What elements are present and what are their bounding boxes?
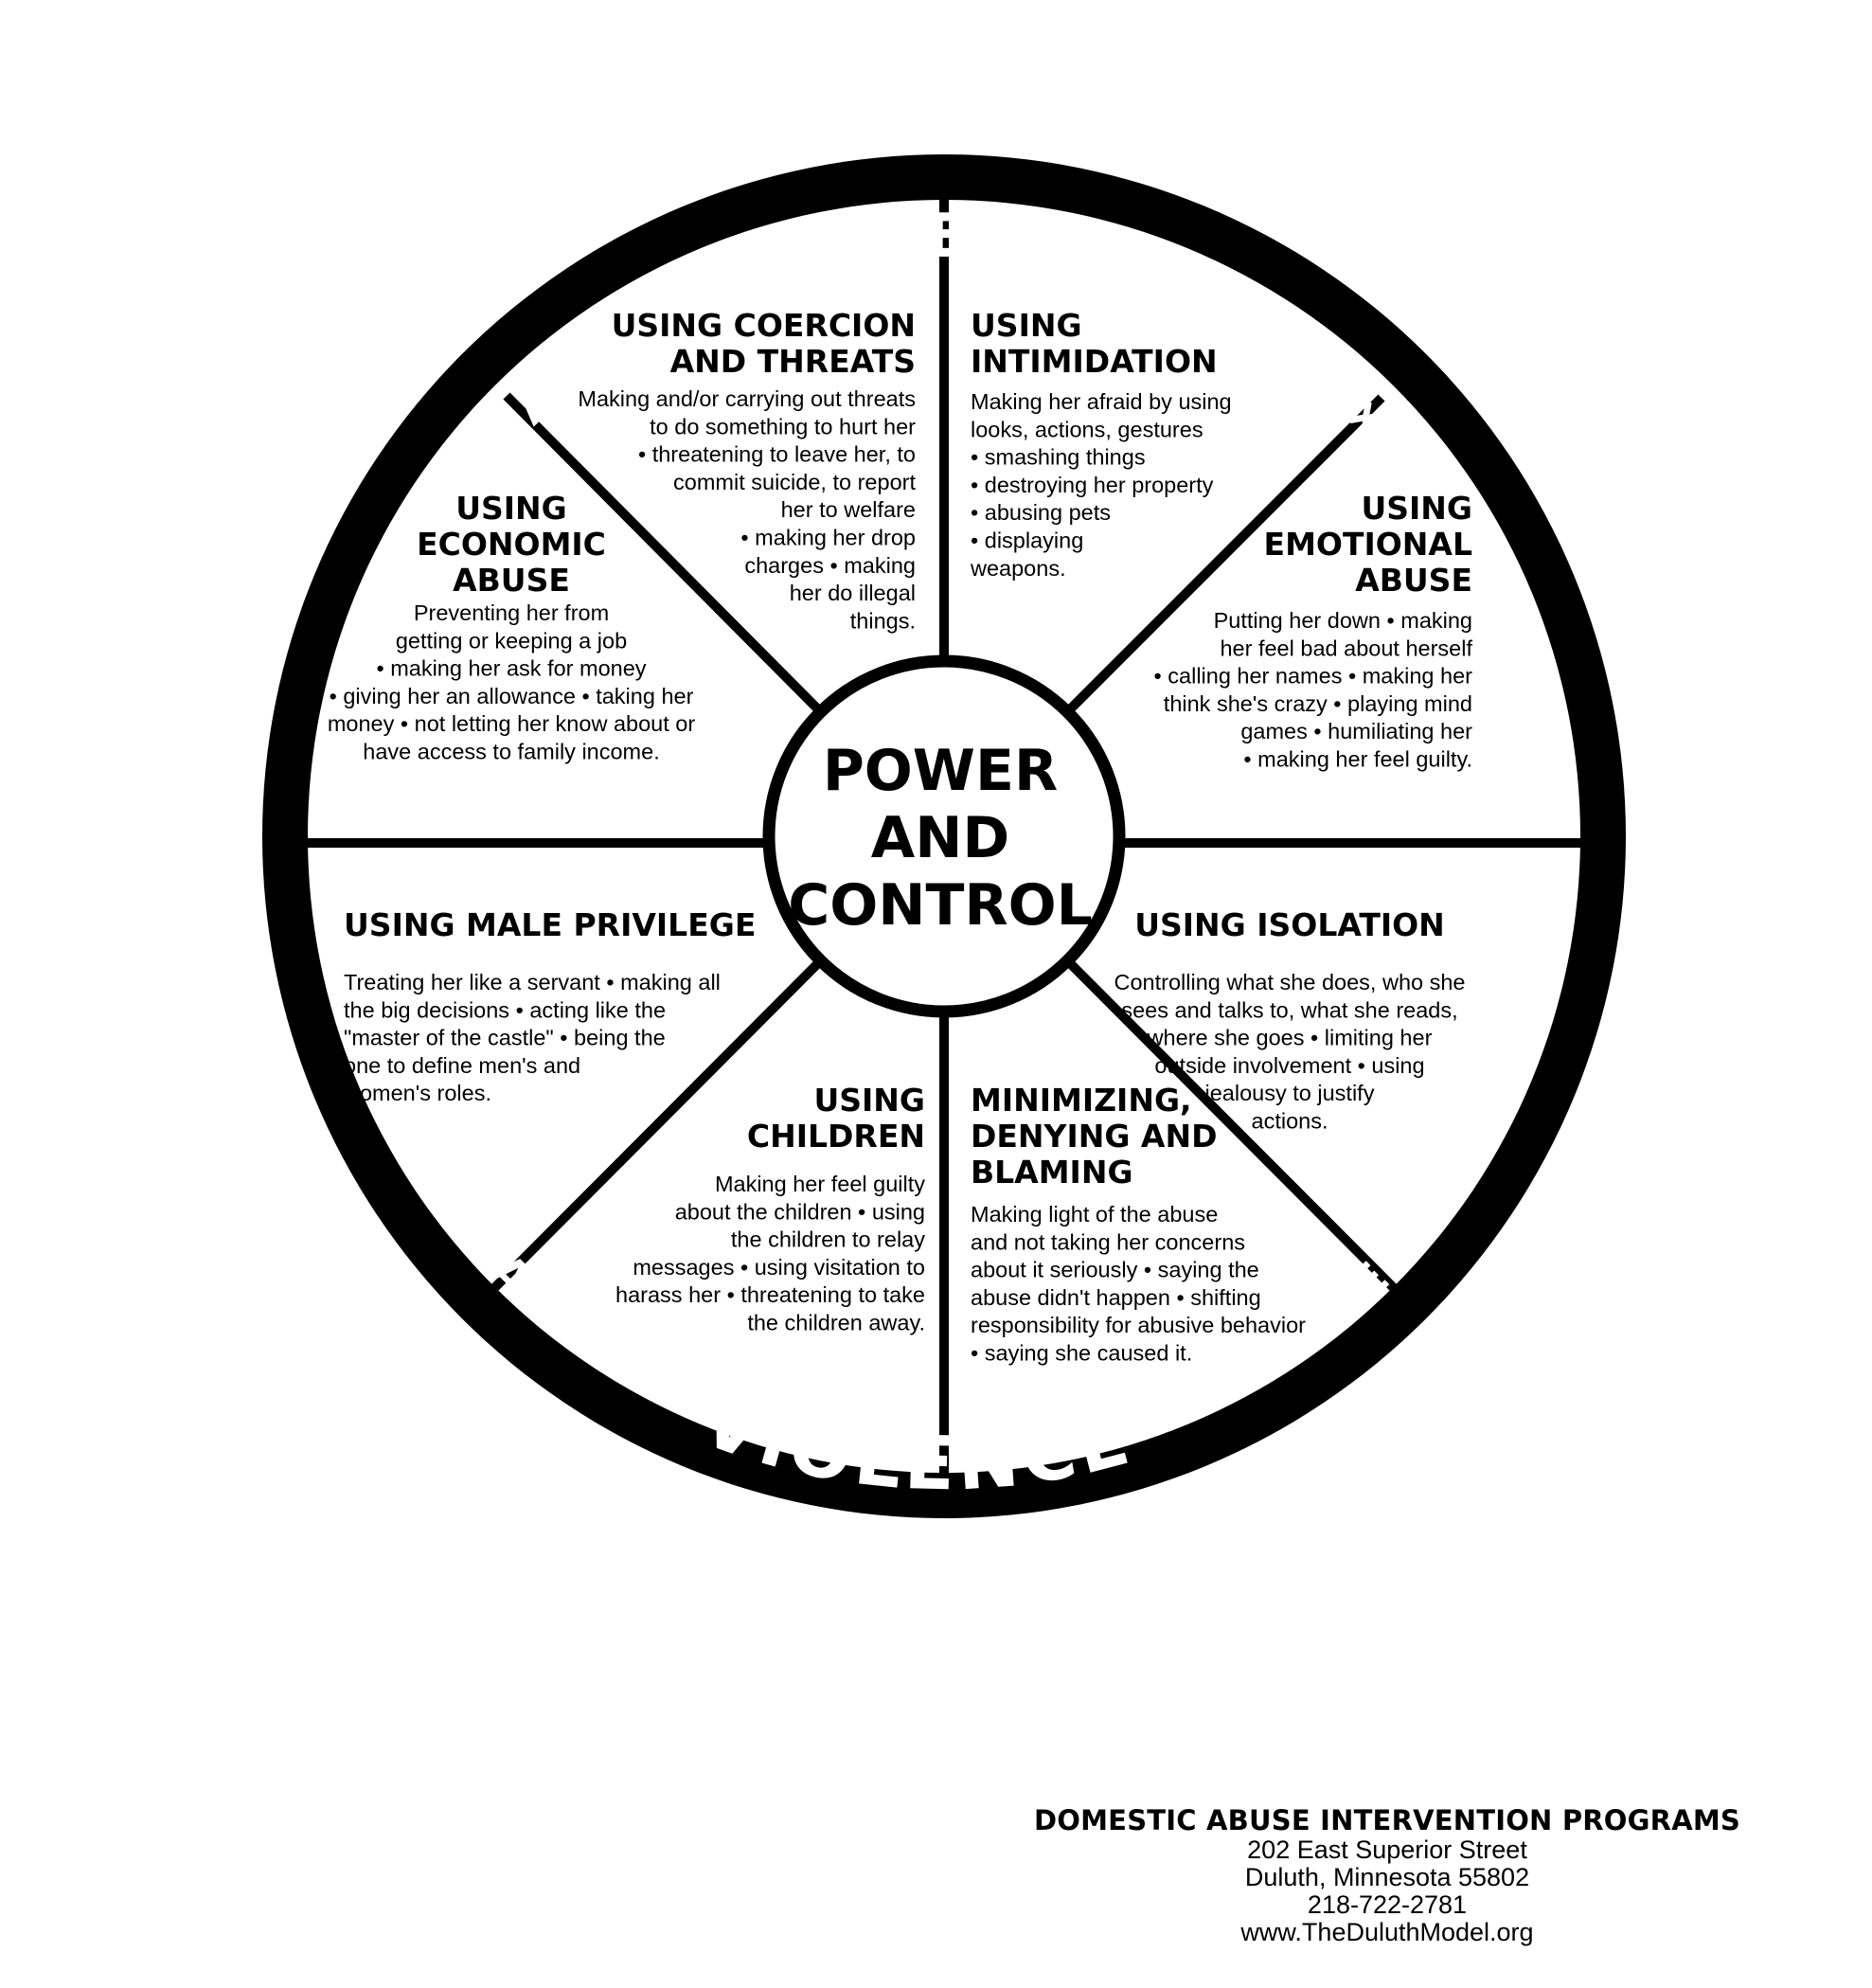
section-body-line: • making her ask for money [376, 656, 646, 681]
section-body-line: one to define men's and [344, 1053, 580, 1078]
section-body-line: • saying she caused it. [971, 1341, 1192, 1366]
section-body-line: where she goes • limiting her [1147, 1026, 1433, 1050]
section-body-line: women's roles. [343, 1081, 491, 1105]
section-body-line: and not taking her concerns [971, 1229, 1245, 1254]
section-body-line: about the children • using [675, 1199, 925, 1224]
section-title-line: INTIMIDATION [971, 343, 1218, 380]
section-body-line: Preventing her from [414, 600, 609, 625]
section-title-line: AND THREATS [670, 343, 916, 380]
section-body-line: Making her afraid by using [971, 389, 1232, 414]
section-body-line: Treating her like a servant • making all [344, 970, 721, 994]
section-title-line: USING [813, 1082, 925, 1119]
section-body-line: money • not letting her know about or [328, 711, 696, 736]
section-body-line: • calling her names • making her [1154, 664, 1473, 689]
section-body-line: • displaying [971, 528, 1083, 553]
footer-address-line1: 202 East Superior Street [1247, 1836, 1527, 1864]
power-control-wheel: POWER AND CONTROL VIOLENCE PHYSICAL SEXU… [262, 154, 1626, 1518]
section-body-line: Making light of the abuse [971, 1202, 1218, 1227]
section-body-line: • giving her an allowance • taking her [330, 684, 694, 708]
section-body-line: Making and/or carrying out threats [578, 386, 916, 411]
section-body-line: the big decisions • acting like the [344, 997, 666, 1022]
section-body-line: actions. [1252, 1109, 1328, 1134]
section-title-line: ABUSE [1355, 562, 1472, 599]
footer-org-name: DOMESTIC ABUSE INTERVENTION PROGRAMS [1034, 1804, 1740, 1836]
section-body-line: getting or keeping a job [396, 628, 627, 653]
section-title-line: USING ISOLATION [1134, 906, 1445, 943]
section-body-line: about it seriously • saying the [971, 1258, 1259, 1282]
section-title-line: USING [455, 490, 567, 527]
section-title-line: MINIMIZING, [971, 1082, 1192, 1119]
section-title-line: USING COERCION [612, 307, 916, 344]
section-body-line: things. [850, 608, 916, 633]
section-body-line: • making her drop [740, 526, 916, 550]
footer-website[interactable]: www.TheDuluthModel.org [1240, 1918, 1534, 1946]
section-body-line: • threatening to leave her, to [638, 442, 916, 467]
section-using-isolation: USING ISOLATION Controlling what she does… [1114, 906, 1466, 1134]
section-body-line: • smashing things [971, 445, 1146, 470]
section-body-line: sees and talks to, what she reads, [1121, 997, 1457, 1022]
section-body-line: games • humiliating her [1240, 719, 1472, 743]
section-title-line: CHILDREN [747, 1118, 925, 1155]
section-body-line: outside involvement • using [1154, 1053, 1424, 1078]
spokes [308, 200, 1580, 1473]
section-body-line: abuse didn't happen • shifting [971, 1285, 1261, 1310]
section-body-line: responsibility for abusive behavior [971, 1313, 1306, 1337]
section-using-male-privilege: USING MALE PRIVILEGE Treating her like a … [343, 906, 756, 1105]
section-body-line: looks, actions, gestures [971, 417, 1203, 441]
section-body-line: the children to relay [731, 1227, 925, 1252]
footer-address-line2: Duluth, Minnesota 55802 [1244, 1863, 1530, 1891]
section-body-line: • abusing pets [971, 500, 1111, 525]
section-body-line: charges • making [744, 553, 916, 578]
section-body-line: jealousy to justify [1204, 1081, 1375, 1105]
section-body-line: to do something to hurt her [650, 414, 916, 439]
section-title-line: ABUSE [453, 562, 570, 599]
section-title-line: BLAMING [971, 1154, 1133, 1191]
section-body-line: messages • using visitation to [633, 1255, 925, 1280]
center-title: POWER AND CONTROL [788, 738, 1093, 939]
section-body-line: commit suicide, to report [673, 470, 916, 494]
section-body-line: think she's crazy • playing mind [1164, 691, 1472, 716]
center-line-3: CONTROL [788, 872, 1093, 939]
section-title-line: EMOTIONAL [1264, 526, 1472, 563]
section-body-line: her do illegal [790, 581, 916, 605]
spoke-top-right [1062, 394, 1385, 717]
section-body-line: weapons. [970, 556, 1066, 581]
footer-contact: DOMESTIC ABUSE INTERVENTION PROGRAMS 202… [985, 1804, 1790, 1946]
section-body-line: Making her feel guilty [715, 1172, 925, 1196]
section-body-line: her to welfare [781, 497, 916, 522]
section-body-line: • destroying her property [971, 473, 1214, 497]
center-line-1: POWER [823, 738, 1058, 804]
section-body-line: • making her feel guilty. [1243, 747, 1472, 772]
section-title-line: ECONOMIC [417, 526, 606, 563]
spoke-bottom-right [1062, 956, 1407, 1301]
section-body-line: her feel bad about herself [1220, 636, 1472, 660]
center-hub [762, 654, 1126, 1018]
spoke-top-left [503, 392, 826, 717]
section-body-line: "master of the castle" • being the [344, 1026, 666, 1050]
footer-phone: 218-722-2781 [1307, 1890, 1468, 1919]
section-title-line: USING MALE PRIVILEGE [344, 906, 756, 943]
section-body-line: Putting her down • making [1214, 608, 1472, 633]
section-title-line: USING [971, 307, 1082, 344]
section-title-line: DENYING AND [971, 1118, 1217, 1155]
section-body-line: Controlling what she does, who she [1114, 970, 1466, 994]
section-body-line: have access to family income. [363, 740, 659, 764]
section-body-line: harass her • threatening to take [615, 1282, 925, 1307]
section-body-line: the children away. [747, 1311, 925, 1335]
spoke-bottom-left [481, 956, 826, 1301]
section-title-line: USING [1361, 490, 1472, 527]
center-line-2: AND [871, 805, 1009, 871]
